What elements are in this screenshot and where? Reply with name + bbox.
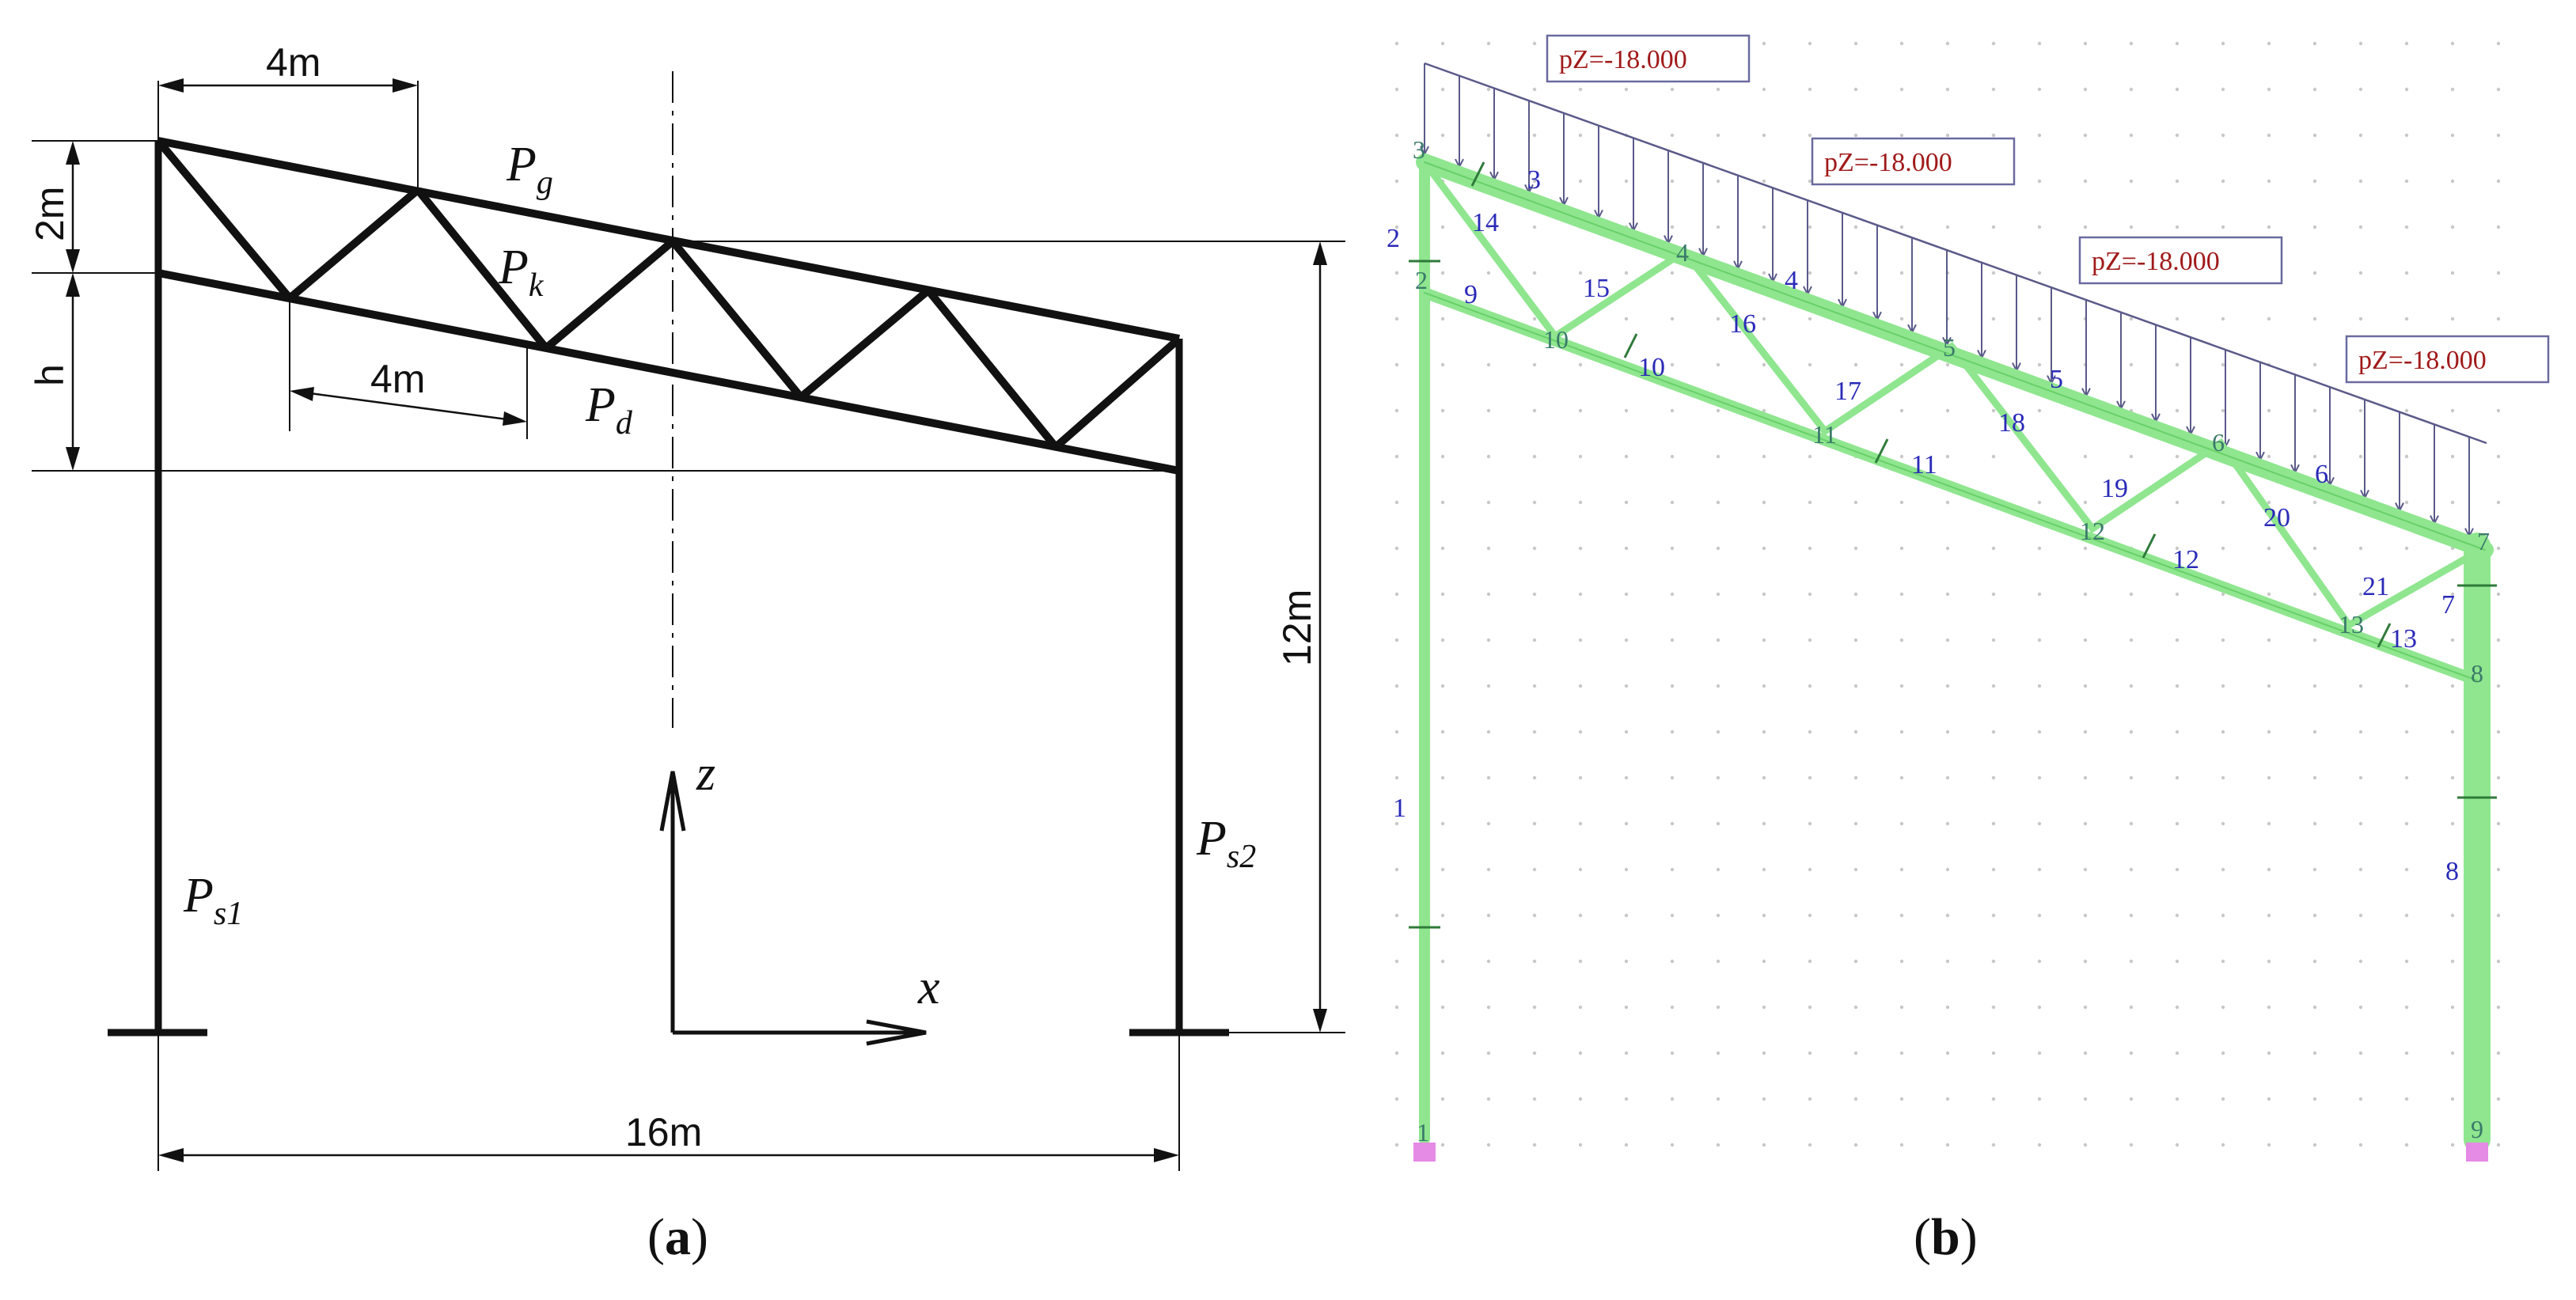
dim-height-label: 12m <box>1275 589 1319 666</box>
svg-text:13: 13 <box>2390 624 2417 654</box>
svg-text:14: 14 <box>1472 208 1499 237</box>
distributed-load <box>1420 63 2474 538</box>
dim-truss-depth-label: 2m <box>28 187 72 241</box>
svg-text:12: 12 <box>2172 545 2199 574</box>
svg-text:7: 7 <box>2441 590 2455 620</box>
svg-text:18: 18 <box>1998 408 2025 438</box>
load-label-2: pZ=-18.000 <box>1811 137 2016 186</box>
caption-b: (b) <box>1914 1208 1978 1266</box>
member-web <box>1421 158 2485 630</box>
members <box>1416 153 2494 1153</box>
svg-text:9: 9 <box>2471 1115 2483 1143</box>
svg-text:4: 4 <box>1676 238 1689 267</box>
svg-text:10: 10 <box>1543 325 1569 354</box>
svg-text:19: 19 <box>2101 474 2128 503</box>
axis-z-label: z <box>696 747 715 801</box>
svg-text:21: 21 <box>2362 572 2389 601</box>
label-left-column: Ps1 <box>183 869 243 932</box>
dim-span-label: 16m <box>625 1110 702 1154</box>
axis-x-arrow <box>866 1019 927 1046</box>
support-left <box>1413 1143 1436 1162</box>
svg-text:4: 4 <box>1785 266 1798 295</box>
svg-text:16: 16 <box>1729 309 1756 339</box>
svg-text:7: 7 <box>2477 527 2490 555</box>
svg-text:3: 3 <box>1413 135 1425 164</box>
member-ticks <box>1409 161 2497 929</box>
member-numbers: 1 2 3 4 5 6 7 8 9 10 11 12 13 14 15 16 1… <box>1387 165 2459 886</box>
support-right <box>2466 1143 2488 1162</box>
svg-text:3: 3 <box>1527 165 1541 195</box>
dim-bottom-spacing <box>297 390 520 423</box>
label-top-chord: Pg <box>506 138 553 201</box>
truss-web <box>155 138 1182 450</box>
panel-a-sketch: 4m 4m 2m h 12m 16m z <box>28 40 1345 1266</box>
svg-text:15: 15 <box>1583 274 1610 303</box>
dim-top-spacing-label: 4m <box>266 40 321 85</box>
label-diagonal: Pk <box>498 241 544 304</box>
svg-text:12: 12 <box>2080 517 2105 545</box>
svg-text:1: 1 <box>1393 794 1406 823</box>
svg-text:pZ=-18.000: pZ=-18.000 <box>1824 148 1952 177</box>
background-grid <box>1394 41 2501 1147</box>
svg-text:5: 5 <box>1943 333 1956 362</box>
svg-text:10: 10 <box>1638 353 1665 382</box>
svg-text:pZ=-18.000: pZ=-18.000 <box>2092 247 2220 276</box>
svg-text:13: 13 <box>2339 610 2364 639</box>
svg-text:1: 1 <box>1417 1118 1429 1147</box>
load-label-3: pZ=-18.000 <box>2078 236 2283 285</box>
svg-text:2: 2 <box>1387 224 1400 253</box>
svg-text:5: 5 <box>2050 365 2063 394</box>
svg-text:pZ=-18.000: pZ=-18.000 <box>2358 346 2487 375</box>
svg-text:2: 2 <box>1415 266 1428 294</box>
label-bottom-chord: Pd <box>585 378 633 442</box>
label-right-column: Ps2 <box>1196 812 1256 875</box>
svg-text:17: 17 <box>1834 377 1861 406</box>
svg-text:11: 11 <box>1812 420 1837 449</box>
axis-x-label: x <box>917 961 940 1014</box>
svg-text:8: 8 <box>2471 659 2483 688</box>
svg-text:6: 6 <box>2212 428 2225 457</box>
svg-text:11: 11 <box>1911 450 1937 479</box>
load-label-4: pZ=-18.000 <box>2345 335 2550 384</box>
svg-text:8: 8 <box>2445 857 2459 886</box>
dim-bottom-spacing-label: 4m <box>370 357 425 401</box>
load-envelope <box>1424 62 2487 445</box>
svg-text:pZ=-18.000: pZ=-18.000 <box>1559 45 1687 74</box>
bottom-chord <box>157 269 1180 475</box>
axis-z-arrow <box>659 771 686 832</box>
load-label-1: pZ=-18.000 <box>1546 34 1751 83</box>
panel-b-fea-model: pZ=-18.000 pZ=-18.000 pZ=-18.000 pZ=-18.… <box>1387 34 2550 1266</box>
node-numbers: 1 2 3 4 5 6 7 8 9 10 11 12 13 <box>1413 135 2490 1147</box>
caption-a: (a) <box>647 1208 708 1266</box>
dim-h-label: h <box>28 364 72 386</box>
svg-text:6: 6 <box>2315 460 2328 489</box>
svg-text:20: 20 <box>2263 503 2290 533</box>
svg-text:9: 9 <box>1464 280 1478 309</box>
